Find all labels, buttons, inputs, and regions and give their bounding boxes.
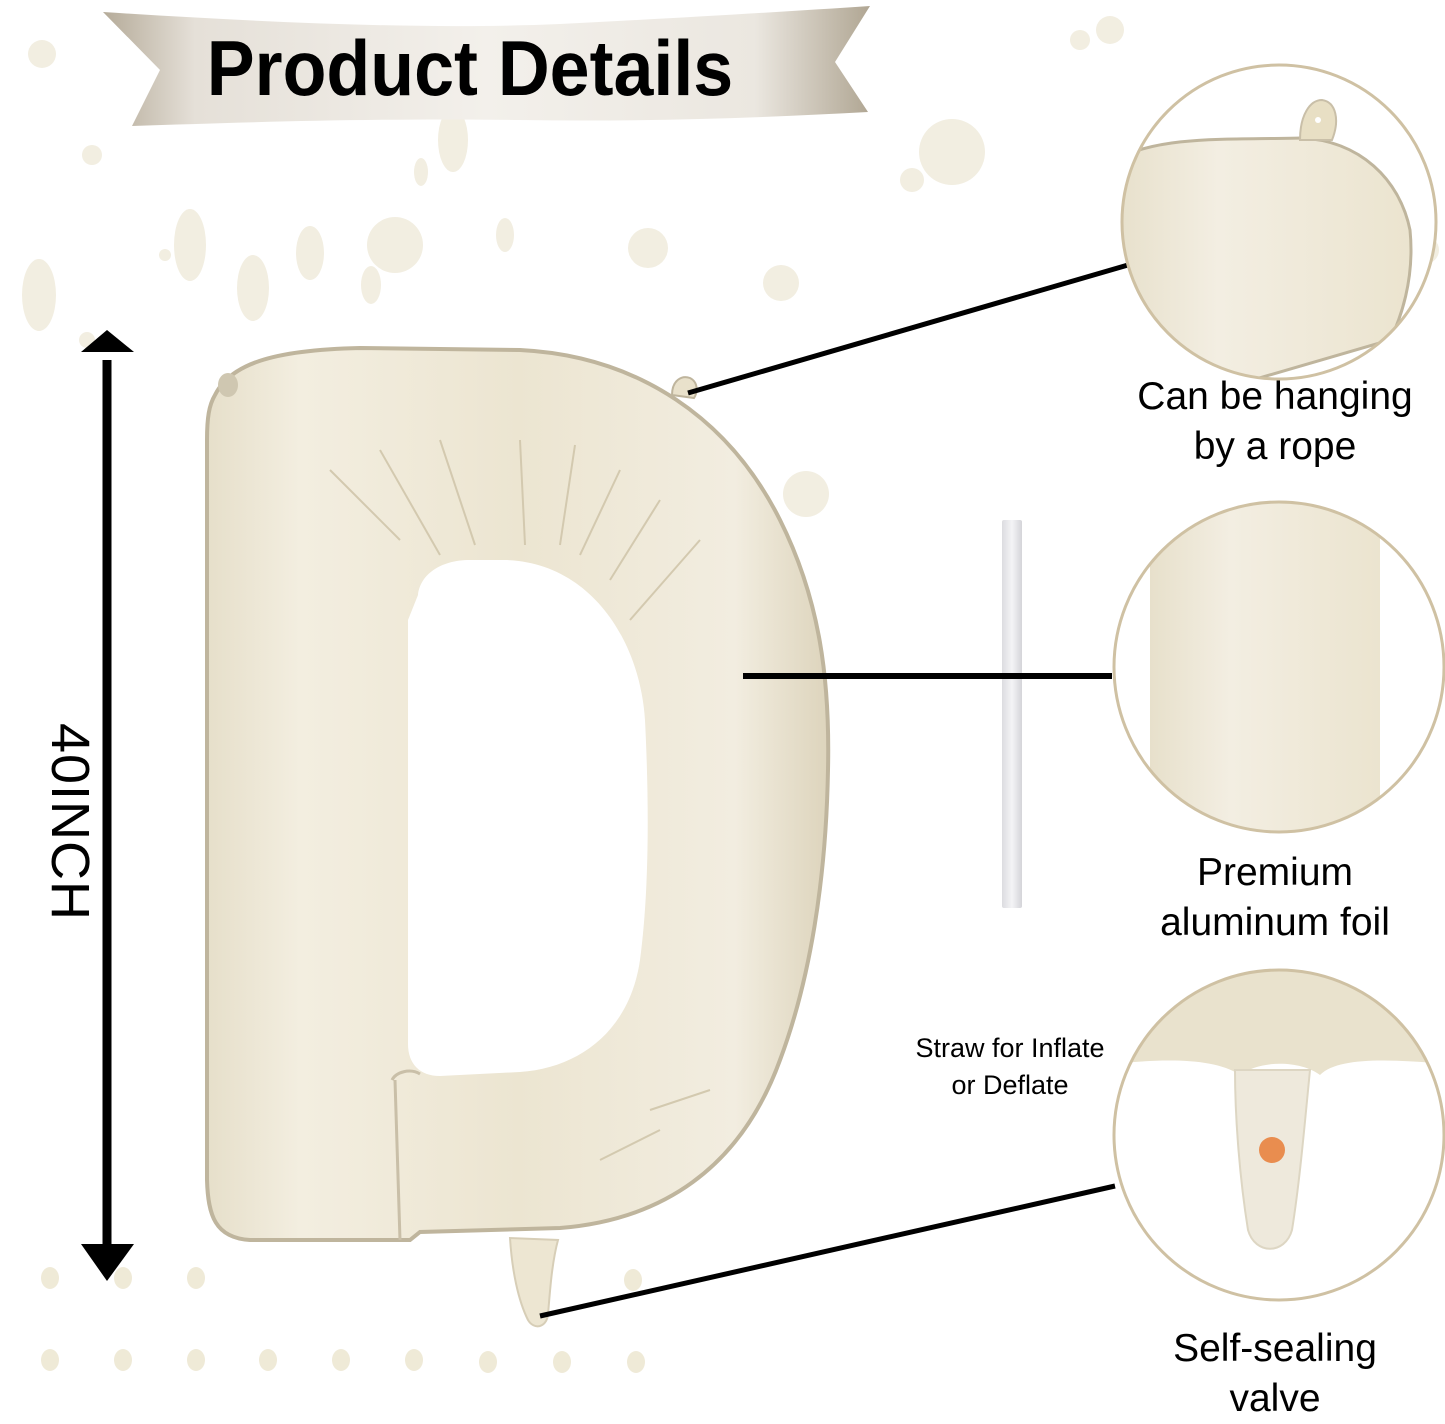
page-title: Product Details (206, 24, 734, 112)
feature-caption-line2: by a rope (1193, 425, 1357, 468)
foil-detail-circle (1112, 500, 1445, 834)
feature-caption-line1: Self-sealing (1173, 1327, 1377, 1370)
feature-caption-line2: valve (1229, 1377, 1321, 1420)
feature-caption-valve: Self-sealing valve (1105, 1324, 1445, 1424)
feature-caption-line1: Can be hanging (1137, 375, 1413, 418)
feature-caption-line1: Premium (1196, 851, 1354, 894)
straw-caption-line2: or Deflate (951, 1070, 1069, 1100)
straw-caption: Straw for Inflate or Deflate (870, 1030, 1150, 1104)
feature-caption-foil: Premium aluminum foil (1105, 848, 1445, 948)
feature-caption-line2: aluminum foil (1160, 901, 1390, 944)
hanging-detail-circle (1120, 63, 1438, 381)
feature-caption-hanging: Can be hanging by a rope (1105, 372, 1445, 472)
valve-detail-circle (1112, 968, 1445, 1302)
straw-caption-line1: Straw for Inflate (915, 1033, 1105, 1063)
